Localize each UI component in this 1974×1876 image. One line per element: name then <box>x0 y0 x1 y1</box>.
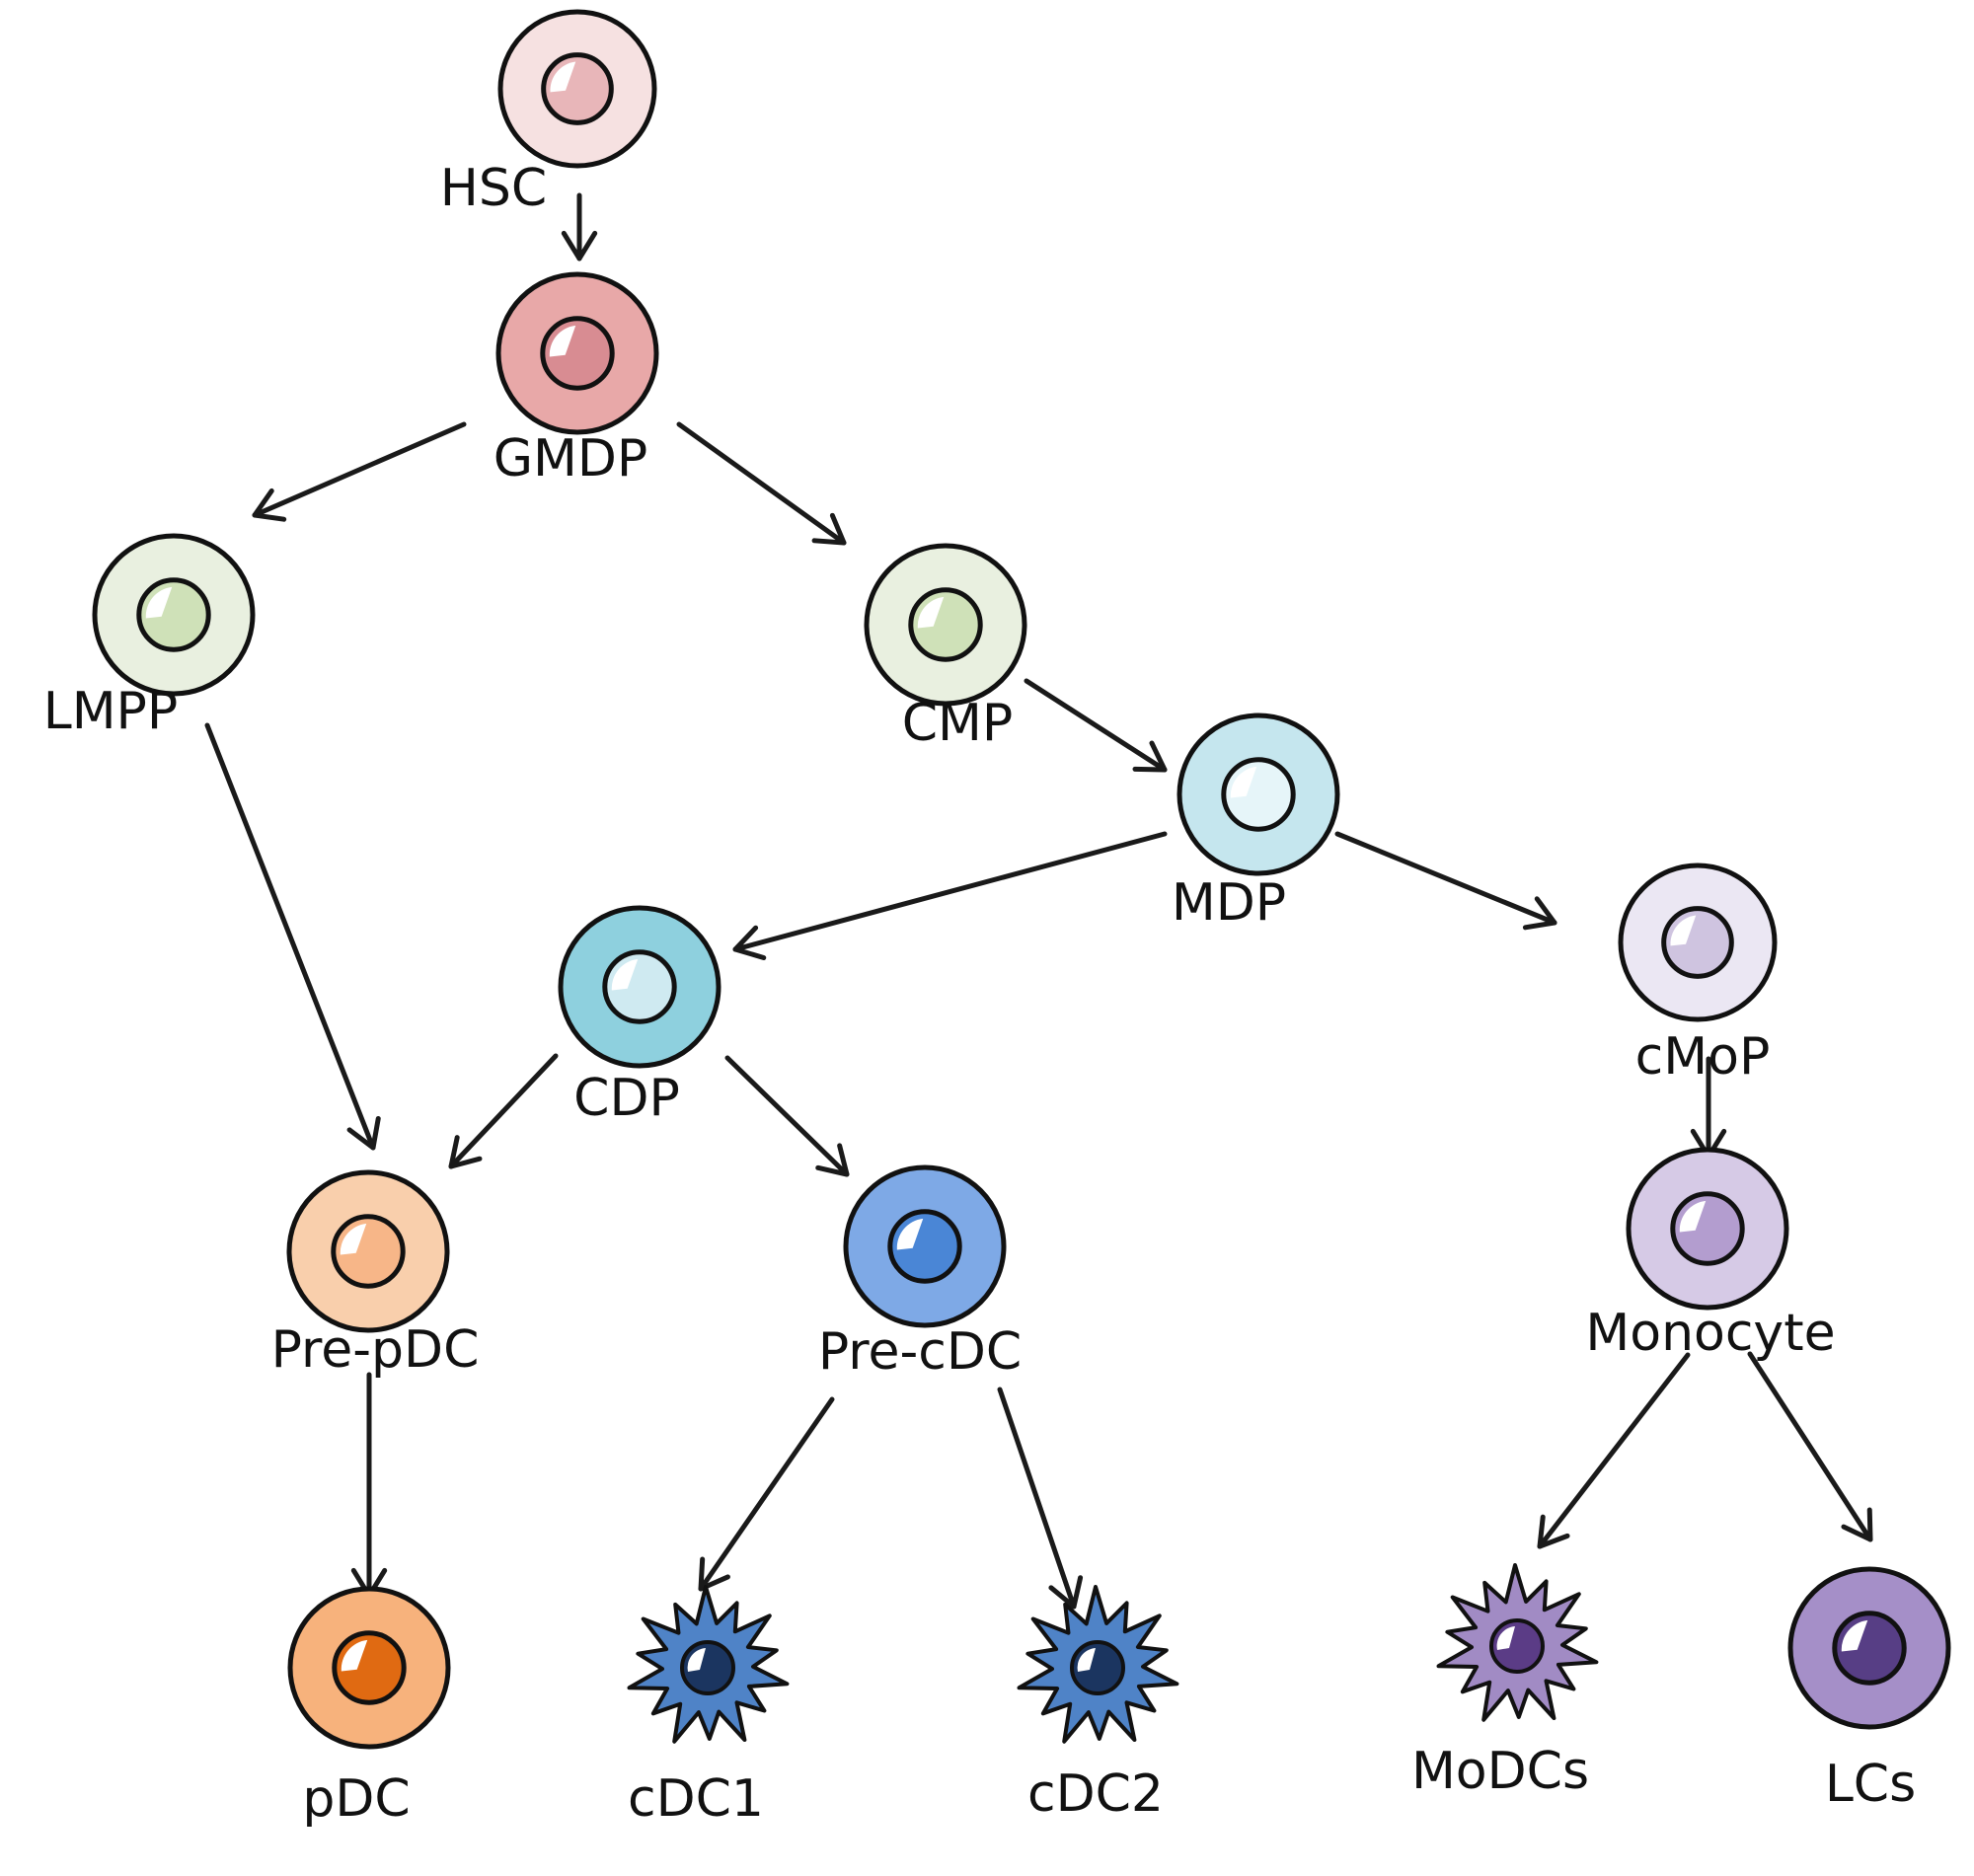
arrow-monocyte-to-lcs <box>1747 1351 1873 1542</box>
label-pre-cdc: Pre-cDC <box>818 1322 1022 1382</box>
cell-gmdp <box>495 271 659 435</box>
arrow-hsc-to-gmdp <box>561 192 598 262</box>
cell-cdc1 <box>627 1585 790 1744</box>
nucleus-highlight <box>1841 1619 1868 1652</box>
arrow-pre-cdc-to-cdc2 <box>997 1387 1084 1610</box>
nucleus-highlight <box>549 325 576 357</box>
arrow-cmp-to-mdp <box>1024 678 1168 773</box>
nucleus-highlight <box>917 596 945 629</box>
nucleus-highlight <box>1077 1648 1096 1672</box>
label-mdp: MDP <box>1172 873 1286 933</box>
arrow-cdp-to-pre-cdc <box>724 1055 850 1177</box>
arrow-mdp-to-cmop <box>1334 831 1557 931</box>
label-gmdp: GMDP <box>494 429 648 488</box>
cells-layer <box>92 9 1951 1750</box>
label-cmop: cMoP <box>1635 1027 1771 1087</box>
arrowhead <box>1132 740 1168 773</box>
arrowhead <box>811 512 847 546</box>
nucleus-highlight <box>611 958 639 991</box>
arrowhead <box>1537 1514 1570 1549</box>
cell-cmop <box>1618 863 1778 1022</box>
label-cdc1: cDC1 <box>628 1769 764 1829</box>
cell-modcs <box>1436 1563 1599 1722</box>
arrowhead <box>1841 1507 1873 1542</box>
cell-monocyte <box>1626 1147 1789 1311</box>
cell-pre-cdc <box>843 1164 1007 1328</box>
arrow-pre-pdc-to-pdc <box>350 1372 388 1599</box>
arrowhead <box>448 1135 483 1169</box>
nucleus-highlight <box>145 586 173 619</box>
cell-hsc <box>497 9 657 169</box>
label-cmp: CMP <box>902 694 1014 753</box>
arrowhead <box>1522 896 1557 931</box>
arrowhead <box>252 488 287 522</box>
nucleus-highlight <box>550 61 576 93</box>
label-modcs: MoDCs <box>1411 1742 1589 1801</box>
nucleus-highlight <box>341 1639 368 1672</box>
nucleus-highlight <box>340 1223 367 1255</box>
cell-cdp <box>558 905 721 1069</box>
cell-cdc2 <box>1017 1585 1179 1744</box>
cell-lcs <box>1787 1566 1951 1730</box>
cell-pdc <box>287 1586 451 1750</box>
label-cdc2: cDC2 <box>1027 1764 1164 1824</box>
arrowhead <box>815 1143 850 1177</box>
label-pre-pdc: Pre-pDC <box>271 1320 480 1380</box>
cell-mdp <box>1177 713 1340 876</box>
label-pdc: pDC <box>302 1769 410 1829</box>
arrow-monocyte-to-modcs <box>1537 1352 1691 1549</box>
cell-lmpp <box>92 533 256 697</box>
arrow-mdp-to-cdp <box>732 831 1168 960</box>
arrow-lmpp-to-pre-pdc <box>204 722 381 1151</box>
arrowhead <box>346 1115 381 1151</box>
arrow-cdp-to-pre-pdc <box>448 1053 559 1169</box>
nucleus-highlight <box>1496 1626 1515 1650</box>
nucleus-highlight <box>687 1648 706 1672</box>
label-lcs: LCs <box>1825 1755 1916 1814</box>
nucleus-highlight <box>1670 915 1697 946</box>
labels-layer: HSC GMDP LMPP CMP MDP CDP cMoP Pre-pDC Pre-cDC Mo… <box>43 159 1916 1829</box>
nucleus-highlight <box>1679 1200 1707 1233</box>
nucleus-highlight <box>1230 766 1257 798</box>
arrowhead <box>1048 1575 1084 1610</box>
arrow-gmdp-to-lmpp <box>252 421 467 522</box>
nucleus-highlight <box>896 1218 924 1250</box>
arrowhead <box>561 230 598 262</box>
label-lmpp: LMPP <box>43 682 179 741</box>
label-hsc: HSC <box>440 159 547 218</box>
cell-pre-pdc <box>286 1169 450 1333</box>
arrow-gmdp-to-cmp <box>676 421 847 546</box>
arrowhead <box>732 925 767 960</box>
label-cdp: CDP <box>573 1069 680 1128</box>
arrowhead <box>698 1556 730 1592</box>
edges-layer <box>204 192 1873 1610</box>
arrow-pre-cdc-to-cdc1 <box>698 1396 835 1592</box>
label-monocyte: Monocyte <box>1585 1304 1835 1363</box>
cell-cmp <box>864 543 1027 707</box>
